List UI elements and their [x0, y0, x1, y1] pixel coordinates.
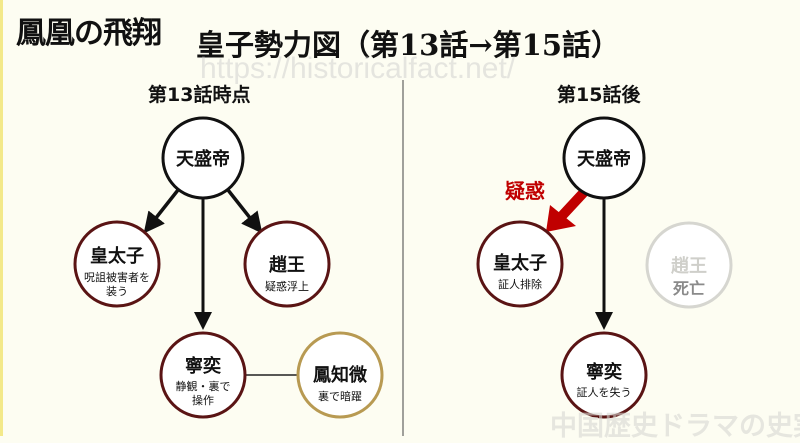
svg-text:天盛帝: 天盛帝: [176, 148, 230, 170]
node-zhao-right-dead: 趙王 死亡: [645, 221, 733, 309]
svg-text:皇太子: 皇太子: [90, 245, 144, 267]
svg-text:鳳知微: 鳳知微: [313, 364, 367, 386]
page-title: 皇子勢力図（第13話→第15話）: [196, 28, 621, 62]
svg-text:趙王: 趙王: [671, 255, 707, 277]
svg-text:静観・裏で: 静観・裏で: [176, 379, 231, 393]
watermark: https://historicalfact.net/: [200, 52, 516, 85]
svg-text:呪詛被害者を: 呪詛被害者を: [84, 270, 150, 284]
left-heading: 第13話時点: [148, 84, 251, 106]
svg-text:証人排除: 証人排除: [498, 277, 542, 291]
right-heading: 第15話後: [557, 84, 641, 106]
svg-text:裏で暗躍: 裏で暗躍: [318, 389, 362, 403]
svg-text:趙王: 趙王: [269, 254, 305, 276]
svg-text:皇太子: 皇太子: [493, 252, 547, 274]
edge-emperor-zhao: [226, 188, 263, 234]
suspicion-label: 疑惑: [505, 179, 545, 203]
svg-text:操作: 操作: [192, 393, 214, 407]
node-ningyi-right: 寧奕 証人を失う: [560, 331, 648, 419]
node-crown-prince-right: 皇太子 証人排除: [476, 220, 564, 308]
svg-text:寧奕: 寧奕: [586, 361, 623, 383]
svg-text:証人を失う: 証人を失う: [577, 386, 632, 399]
svg-text:装う: 装う: [106, 285, 128, 298]
node-emperor-left: 天盛帝: [161, 116, 245, 200]
suspicion-arrow: [546, 186, 590, 232]
node-ningyi-left: 寧奕 静観・裏で 操作: [159, 331, 247, 419]
footer-watermark: 中国歴史ドラマの史実: [550, 411, 800, 442]
svg-text:寧奕: 寧奕: [185, 355, 222, 377]
left-edge-stripe: [0, 0, 3, 436]
svg-text:疑惑浮上: 疑惑浮上: [265, 279, 309, 293]
svg-text:死亡: 死亡: [673, 279, 705, 298]
svg-text:天盛帝: 天盛帝: [577, 148, 631, 170]
node-emperor-right: 天盛帝: [562, 116, 646, 200]
edge-emperor-crown-prince: [143, 188, 180, 234]
node-fengzhiwei: 鳳知微 裏で暗躍: [296, 331, 384, 419]
node-crown-prince-left: 皇太子 呪詛被害者を 装う: [73, 220, 161, 308]
brand-title: 鳳凰の飛翔: [16, 16, 162, 51]
node-zhao-left: 趙王 疑惑浮上: [243, 220, 331, 308]
